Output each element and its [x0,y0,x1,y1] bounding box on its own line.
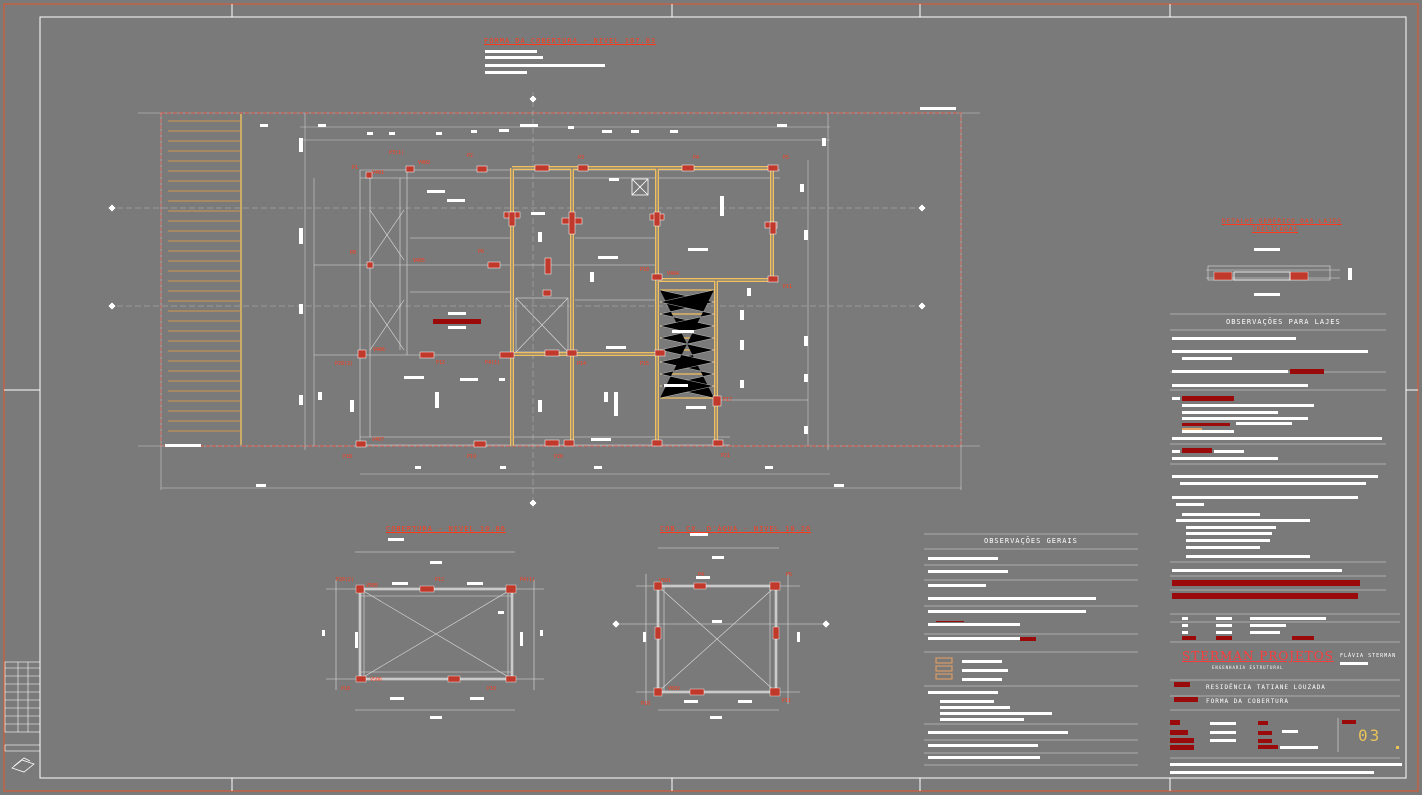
general-notes-panel [924,533,1138,766]
hatch-area [168,114,242,445]
joist-cross [659,289,715,399]
beams [510,166,778,446]
slab-detail-title: DETALHE GENÉRICO DAS LAJES [1222,218,1342,225]
roof-pillar-label: P12 [435,577,444,583]
roof-plan: P20(2) P12 P4(1) P18 P19 V505 V506 [322,538,544,719]
slab-notes-title: OBSERVAÇÕES PARA LAJES [1226,318,1341,326]
pillar-label: P19 [467,454,476,460]
pillar-label: P20 [554,454,563,460]
pillar-label: P4(1) [485,360,500,366]
pillar-label: P4 [693,155,699,161]
beam-label: V404 [667,271,679,277]
roof-beam-label: V506 [370,677,382,683]
pillar-label: P10 [640,267,649,273]
tank-pillar-label: P11 [782,698,791,704]
pillar-label: P1 [352,165,358,171]
sheet-number: 03 [1358,726,1382,745]
roof-beam-label: V505 [366,583,378,589]
roof-pillar-label: P18 [341,686,350,692]
pillar-label: P11 [783,284,792,290]
beam-label: V402 [418,160,430,166]
designer-name: FLÁVIA STERMAN [1340,653,1397,659]
dimension-lines [138,112,980,490]
pillars [355,164,779,448]
pillar-label: P18 [343,454,352,460]
tank-pillar-label: P4 [698,572,704,578]
pillar-label: P3 [578,155,584,161]
pillar-label: P14 [577,361,586,367]
general-notes-title: OBSERVAÇÕES GERAIS [984,537,1078,545]
company-subtitle: ENGENHARIA ESTRUTURAL [1212,665,1284,670]
pillar-label: P20(2) [335,361,353,367]
tank-pillar-label: P5 [786,572,792,578]
pillar-label-group: P1 P3(1) P2 P3 P4 P5 P8 P6 P10 P11 P20(2… [335,150,792,460]
pillar-label: P15 [640,361,649,367]
roof-pillar-label: P19 [487,686,496,692]
beam-label: V406 [373,347,385,353]
revision-table [4,661,41,752]
outer-frame [3,3,1419,792]
main-plan [107,92,980,508]
dimension-text [165,50,956,487]
drawing-name: FORMA DA COBERTURA [1206,698,1290,705]
pillar-label: P2 [467,153,473,159]
pillar-label: P6 [478,249,484,255]
wall-lines [314,169,808,446]
roof-pillar-label: P4(1) [520,577,535,583]
frame-ticks [4,4,1418,791]
beam-inner [511,167,778,446]
roof-boundary [160,112,962,447]
slab-detail-subtitle: TRELIÇADAS [1252,226,1299,233]
slab-detail [1206,248,1352,296]
water-tank-plan: P4 P5 P10 P11 V601 V602 [611,533,831,719]
axis-lines [108,92,922,508]
company-name: STERMAN PROJETOS [1182,649,1334,663]
pillar-label: P5 [783,155,789,161]
main-plan-title: FORMA DA COBERTURA - NIVEL 107.83 [484,37,657,45]
pillar-label: P12 [436,360,445,366]
pillar-label: P3(1) [389,150,404,156]
beam-label: V401 [372,170,384,176]
tank-pillar-label: P10 [641,701,650,707]
pillar-label: P17 [723,397,732,403]
tank-beam-label: V601 [659,578,671,584]
roof-pillar-label: P20(2) [336,577,354,583]
inner-frame [39,16,1407,779]
title-block [1170,617,1402,774]
water-tank-title: COB. CX. D'ÁGUA - NIVEL 10.26 [660,525,812,533]
project-name: RESIDÊNCIA TATIANE LOUZADA [1206,684,1326,691]
pillar-label: P21 [721,453,730,459]
pillar-label: P8 [350,250,356,256]
beam-label: V405 [413,258,425,264]
beam-label: V407 [372,437,384,443]
logo-icon [11,757,35,773]
roof-plan-title: COBERTURA - NIVEL 10.86 [386,525,506,533]
axis-markers [107,94,927,508]
shaft-box [631,178,649,196]
tank-beam-label: V602 [668,686,680,692]
central-label-bar [433,319,481,324]
slab-notes-panel [1170,313,1400,615]
